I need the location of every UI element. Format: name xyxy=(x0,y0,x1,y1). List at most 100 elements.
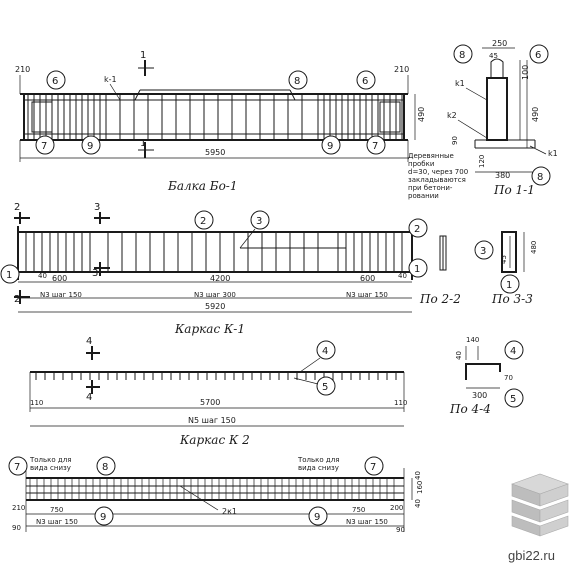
sec33-height: 480 xyxy=(530,241,538,254)
svg-text:вида снизу: вида снизу xyxy=(298,464,339,472)
k1-total: 5920 xyxy=(205,302,225,311)
k2-cut-bottom: 4 xyxy=(86,392,92,403)
beam-cut-bottom: 1 xyxy=(140,138,146,149)
bp-dim-left: 750 xyxy=(50,506,63,514)
k1-dim-right: 600 xyxy=(360,274,375,283)
k1-marker-3: 3 xyxy=(256,216,262,227)
frame-k2: 5700 110 110 N5 шаг 150 4 4 4 5 Каркас К… xyxy=(29,336,407,447)
k2-marker-5: 5 xyxy=(322,382,328,393)
k2-step: N5 шаг 150 xyxy=(188,416,236,425)
sec11-marker-6: 6 xyxy=(535,50,541,61)
bp-k1-label: 2к1 xyxy=(222,507,237,516)
frame-k1: 600 4200 600 40 40 N3 шаг 150 N3 шаг 300… xyxy=(0,202,428,336)
svg-text:закладываются: закладываются xyxy=(408,176,466,184)
k1-marker-2: 2 xyxy=(200,216,206,227)
beam-height: 490 xyxy=(417,107,426,122)
bp-dim-right: 750 xyxy=(352,506,365,514)
bp-right-dim-2: 160 xyxy=(416,481,424,494)
k1-marker-1-right: 1 xyxy=(414,264,420,275)
bp-end-left-top: 210 xyxy=(12,504,25,512)
sec44-marker-4: 4 xyxy=(510,346,516,357)
bp-marker-7-left: 7 xyxy=(14,462,20,473)
sec33-marker-3: 3 xyxy=(480,246,486,257)
sec11-bottom-h2: 120 xyxy=(478,155,486,168)
beam-k1-label: k-1 xyxy=(104,75,117,84)
bp-end-right-top: 200 xyxy=(390,504,403,512)
sec11-width: 250 xyxy=(492,39,507,48)
sec11-marker-8-bottom: 8 xyxy=(537,172,543,183)
sec11-height: 490 xyxy=(531,107,540,122)
k1-step-right: N3 шаг 150 xyxy=(346,291,388,299)
k1-step-mid: N3 шаг 300 xyxy=(194,291,236,299)
beam-cut-top: 1 xyxy=(140,50,146,61)
svg-text:d=30, через 700: d=30, через 700 xyxy=(408,168,468,176)
sec11-bottom-width: 380 xyxy=(495,171,510,180)
sec11-k2: k2 xyxy=(447,111,457,120)
sec11-title: По 1-1 xyxy=(493,183,535,197)
k1-title: Каркас К-1 xyxy=(174,322,245,336)
bp-note-right: Только для вида снизу xyxy=(297,456,339,472)
sec11-bottom-h1: 90 xyxy=(451,136,459,145)
k1-marker-2-right: 2 xyxy=(414,224,420,235)
sec11-height-top: 100 xyxy=(521,65,530,80)
sec33-marker-1: 1 xyxy=(506,280,512,291)
k1-dim-left: 600 xyxy=(52,274,67,283)
svg-text:пробки: пробки xyxy=(408,160,434,168)
bp-step-right: N3 шаг 150 xyxy=(346,518,388,526)
k1-dim-mid: 4200 xyxy=(210,274,230,283)
beam-end-right: 210 xyxy=(394,65,409,74)
bp-note-left: Только для вида снизу xyxy=(29,456,71,472)
sec11-note: Деревянные пробки d=30, через 700 заклад… xyxy=(408,152,468,200)
section-2-2: По 2-2 xyxy=(419,235,461,306)
k1-cut-3-top: 3 xyxy=(94,202,100,213)
section-3-3: 480 45 3 1 По 3-3 xyxy=(474,231,538,306)
k1-cut-2-top: 2 xyxy=(14,202,20,213)
beam-marker-6-right: 6 xyxy=(362,76,368,87)
k1-marker-1-left: 1 xyxy=(6,270,12,281)
beam-marker-7-right: 7 xyxy=(372,141,378,152)
sec44-dim-top: 140 xyxy=(466,336,479,344)
bottom-plan: Только для вида снизу Только для вида сн… xyxy=(8,456,424,534)
sec11-k1b: k1 xyxy=(548,149,558,158)
svg-text:вида снизу: вида снизу xyxy=(30,464,71,472)
beam-title: Балка Бо-1 xyxy=(167,179,237,193)
k2-end-right: 110 xyxy=(394,399,407,407)
k2-marker-4: 4 xyxy=(322,346,328,357)
sec44-marker-5: 5 xyxy=(510,394,516,405)
bp-right-dim-1: 40 xyxy=(414,471,422,480)
sec11-marker-8-top: 8 xyxy=(459,50,465,61)
sec22-title: По 2-2 xyxy=(419,292,461,306)
bp-marker-7-right: 7 xyxy=(370,462,376,473)
sec44-dim-right: 70 xyxy=(504,374,513,382)
bp-end-right-bot: 90 xyxy=(396,526,405,534)
sec44-dim-left: 40 xyxy=(455,351,463,360)
svg-text:Деревянные: Деревянные xyxy=(408,152,454,160)
k1-cut-2-bottom: 2 xyxy=(14,294,20,305)
section-4-4: 140 40 70 300 4 5 По 4-4 xyxy=(449,336,524,416)
k1-small-right: 40 xyxy=(398,272,407,280)
bp-marker-8: 8 xyxy=(102,462,108,473)
beam-length: 5950 xyxy=(205,148,225,157)
sec44-dim-bottom: 300 xyxy=(472,391,487,400)
bp-end-left-bot: 90 xyxy=(12,524,21,532)
svg-text:Только для: Только для xyxy=(29,456,71,464)
k1-small-left: 40 xyxy=(38,272,47,280)
k2-title: Каркас К 2 xyxy=(179,433,250,447)
svg-text:при бетони-: при бетони- xyxy=(408,184,453,192)
k1-cut-3-bottom: 3 xyxy=(92,268,98,279)
k1-step-left: N3 шаг 150 xyxy=(40,291,82,299)
beam-elevation: 5950 210 210 490 1 1 k-1 6 8 6 7 9 9 7 Б… xyxy=(15,50,426,193)
svg-text:Только для: Только для xyxy=(297,456,339,464)
beam-marker-9-left: 9 xyxy=(87,141,93,152)
sec11-width-inner: 45 xyxy=(489,52,498,60)
k2-cut-top: 4 xyxy=(86,336,92,347)
sec11-k1: k1 xyxy=(455,79,465,88)
bp-marker-9-right: 9 xyxy=(314,512,320,523)
beam-marker-9-right: 9 xyxy=(327,141,333,152)
section-1-1: 250 45 100 490 380 90 120 k1 k2 k1 8 6 8… xyxy=(408,39,558,200)
beam-end-left: 210 xyxy=(15,65,30,74)
bp-step-left: N3 шаг 150 xyxy=(36,518,78,526)
bp-marker-9-left: 9 xyxy=(100,512,106,523)
sec33-inner: 45 xyxy=(500,255,508,264)
